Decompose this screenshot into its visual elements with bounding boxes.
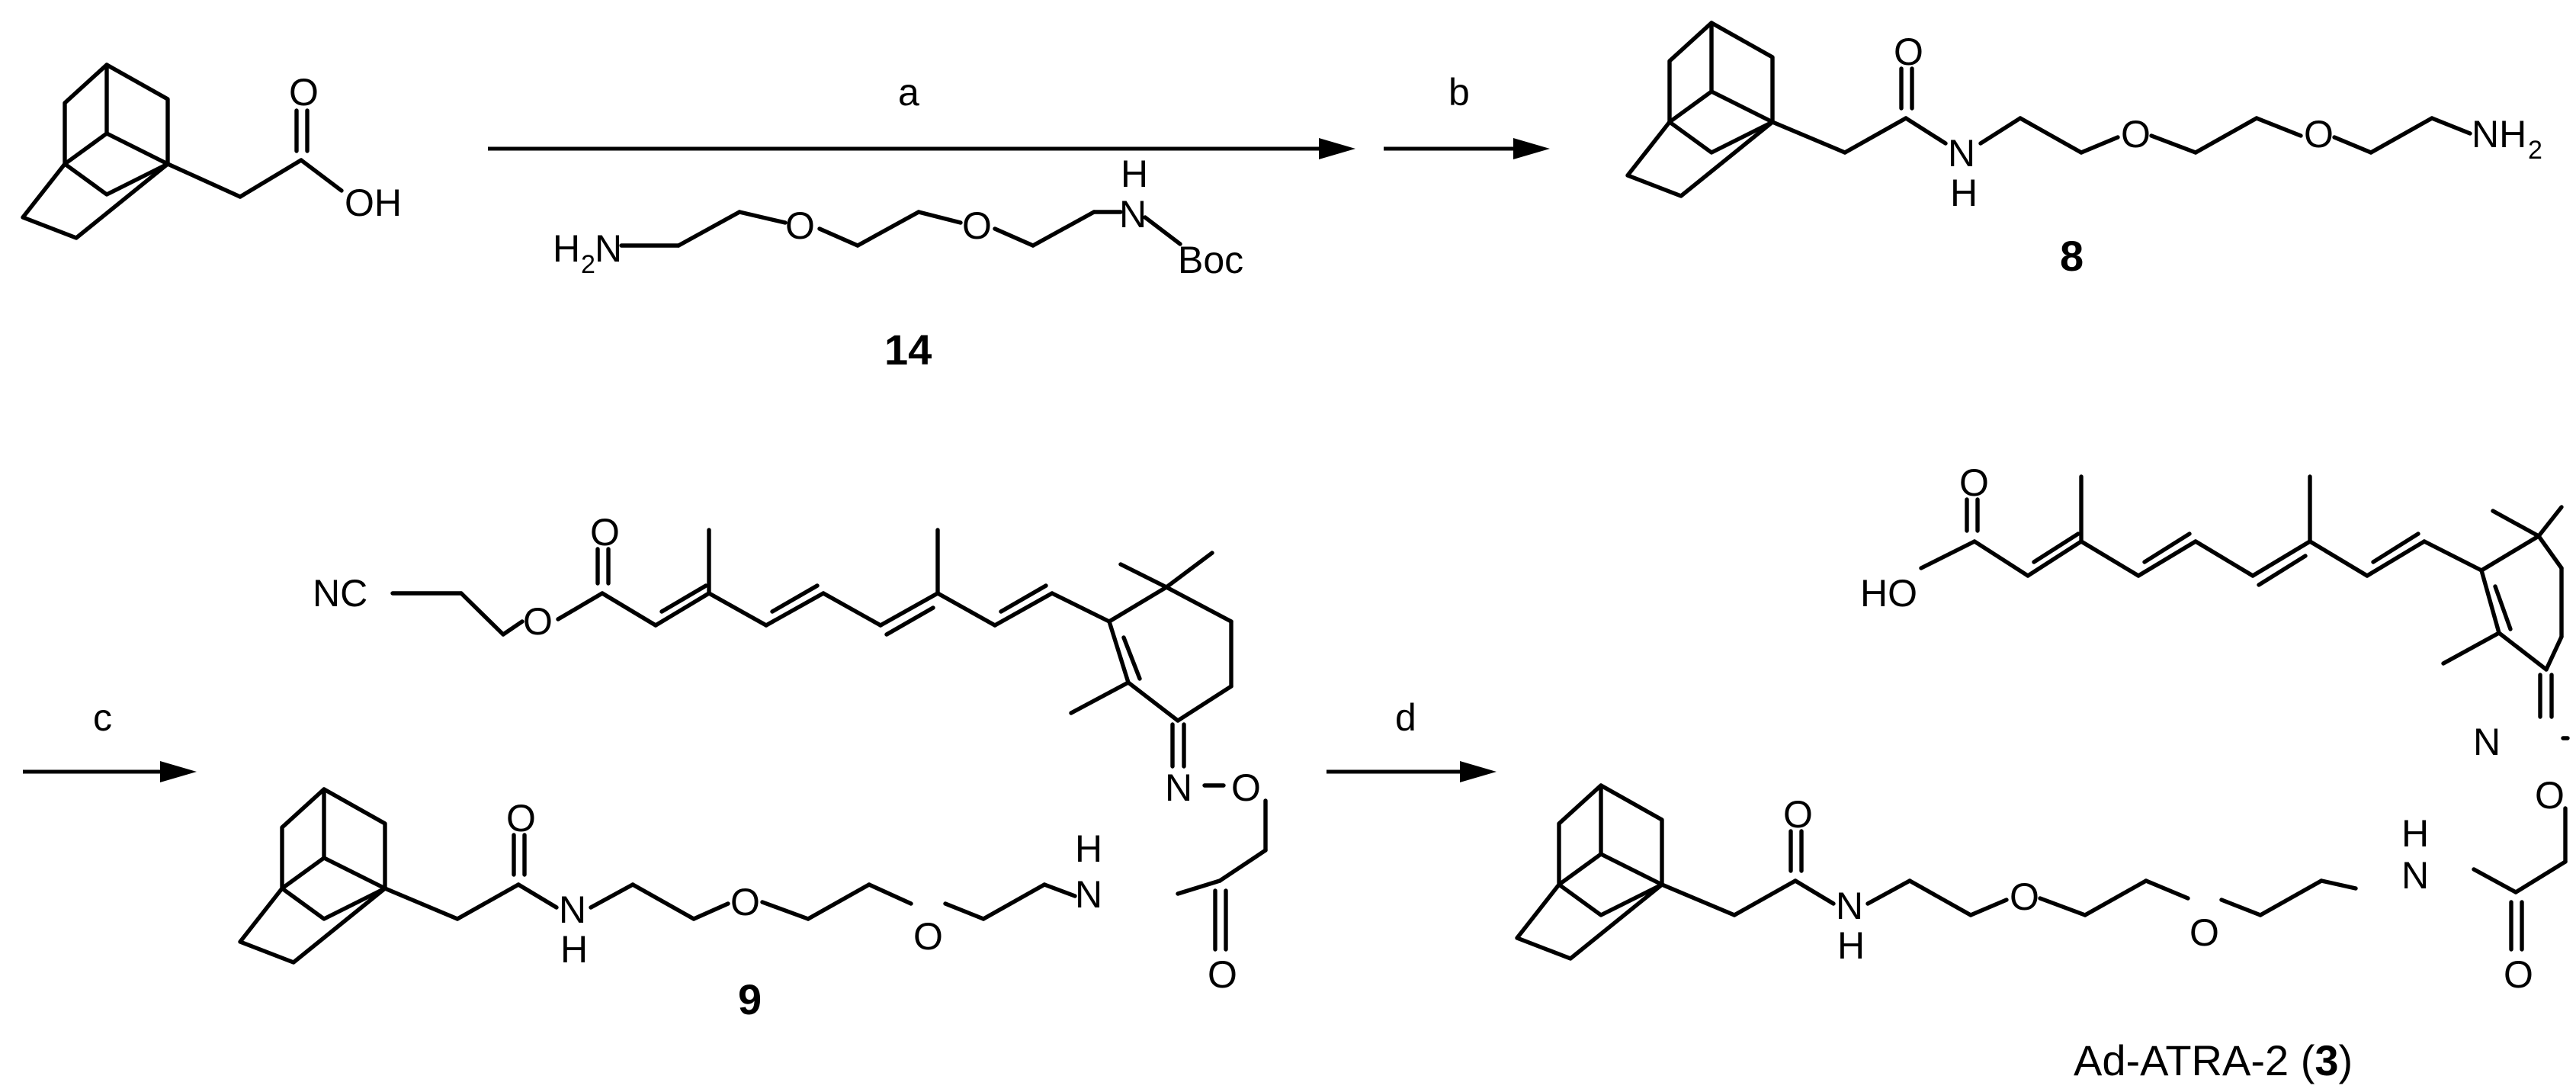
hydroxyl-label: OH <box>345 181 402 224</box>
oxime-N: N <box>1165 766 1192 809</box>
amine-subscript-2: 2 <box>2528 136 2542 165</box>
reagent-label-b: b <box>1448 71 1470 114</box>
carbamate-H: H <box>1121 153 1148 195</box>
ether-oxygen-1: O <box>785 204 815 247</box>
carbamate-N: N <box>1119 193 1147 236</box>
amide-N: N <box>559 888 586 931</box>
amide-oxygen: O <box>1783 793 1813 836</box>
amide-oxygen: O <box>506 797 536 840</box>
ether-oxygen-1: O <box>730 881 760 923</box>
arrow-c <box>23 761 197 782</box>
oxime-N: N <box>2473 721 2501 763</box>
compound-8-structure <box>1625 21 2472 198</box>
reagent-label-d: d <box>1395 696 1416 739</box>
ad-atra-2-structure <box>1515 474 2570 961</box>
glycolamide-NH: N <box>2401 854 2429 897</box>
arrow-a <box>488 138 1355 159</box>
ether-oxygen-2: O <box>962 204 992 247</box>
compound-3-close: ) <box>2339 1036 2353 1084</box>
adamantane-acetic-acid <box>21 63 344 240</box>
amine-subscript-2: 2 <box>581 250 595 279</box>
glycolamide-H: H <box>2401 812 2429 855</box>
reagent-label-a: a <box>898 71 919 114</box>
carbonyl-oxygen: O <box>289 71 319 114</box>
compound-14-label: 14 <box>884 326 932 374</box>
compound-3-label: Ad-ATRA-2 (3) <box>2074 1036 2353 1084</box>
glycolamide-NH: N <box>1075 873 1102 916</box>
ether-oxygen-2: O <box>2304 113 2334 156</box>
arrow-b <box>1384 138 1550 159</box>
nitrile-label: NC <box>313 572 367 615</box>
oxime-O: O <box>2535 774 2565 817</box>
ether-oxygen-2: O <box>2189 911 2219 954</box>
arrow-d <box>1326 761 1497 782</box>
oxime-O: O <box>1231 766 1261 809</box>
compound-3-name: Ad-ATRA-2 ( <box>2074 1036 2315 1084</box>
ester-carbonyl-oxygen: O <box>590 511 620 554</box>
reagent-label-c: c <box>93 696 112 739</box>
glycolamide-oxygen: O <box>2504 953 2533 996</box>
amide-H: H <box>1950 172 1978 214</box>
glycolamide-H: H <box>1075 827 1102 870</box>
compound-9-label: 9 <box>738 975 762 1023</box>
amine-H: H <box>553 227 580 270</box>
ether-oxygen-1: O <box>2010 875 2039 918</box>
amine-NH: NH <box>2472 113 2526 156</box>
boc-label: Boc <box>1178 239 1243 281</box>
amide-oxygen: O <box>1894 31 1923 73</box>
ether-oxygen-1: O <box>2121 113 2151 156</box>
acid-carbonyl-oxygen: O <box>1959 461 1989 504</box>
glycolamide-oxygen: O <box>1208 953 1237 996</box>
ester-oxygen: O <box>523 600 553 643</box>
compound-3-number: 3 <box>2315 1036 2338 1084</box>
compound-8-label: 8 <box>2060 232 2084 280</box>
amine-N: N <box>595 227 622 270</box>
compound-9-structure <box>238 528 1268 965</box>
amide-N: N <box>1948 132 1975 175</box>
amide-H: H <box>560 928 588 971</box>
amide-H: H <box>1837 924 1865 967</box>
amide-N: N <box>1836 885 1863 927</box>
amine-peg-boc-linker <box>619 210 1182 248</box>
ether-oxygen-2: O <box>913 915 943 958</box>
acid-hydroxyl-label: HO <box>1860 572 1917 615</box>
